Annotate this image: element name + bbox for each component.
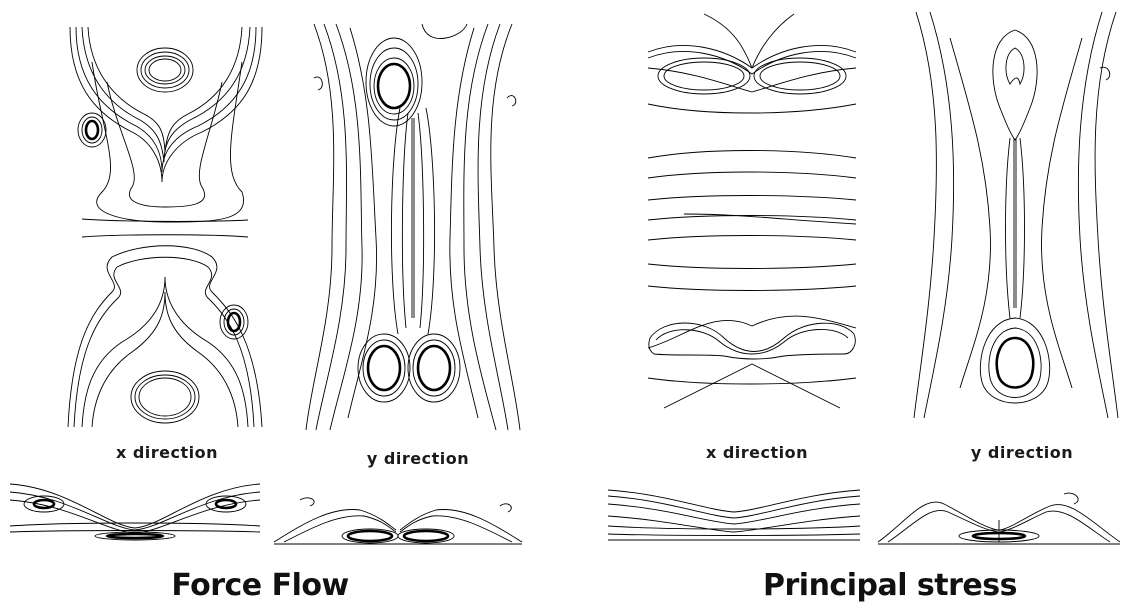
force-flow-group: x direction bbox=[0, 0, 560, 612]
principal-stress-group: x direction y direction bbox=[560, 0, 1126, 612]
force-flow-y-streamlines bbox=[302, 18, 524, 434]
force-flow-title: Force Flow bbox=[130, 568, 390, 603]
force-flow-y-label: y direction bbox=[318, 449, 518, 468]
principal-stress-y-strip bbox=[874, 484, 1124, 546]
principal-stress-x-streamlines bbox=[644, 8, 860, 420]
force-flow-y-strip bbox=[270, 486, 526, 546]
principal-stress-x-strip bbox=[606, 486, 862, 546]
force-flow-x-label: x direction bbox=[72, 443, 262, 462]
force-flow-x-strip bbox=[8, 478, 262, 542]
principal-stress-y-label: y direction bbox=[922, 443, 1122, 462]
force-flow-x-streamlines bbox=[62, 22, 268, 432]
principal-stress-x-label: x direction bbox=[662, 443, 852, 462]
principal-stress-title: Principal stress bbox=[740, 568, 1040, 603]
principal-stress-y-streamlines bbox=[910, 8, 1122, 422]
